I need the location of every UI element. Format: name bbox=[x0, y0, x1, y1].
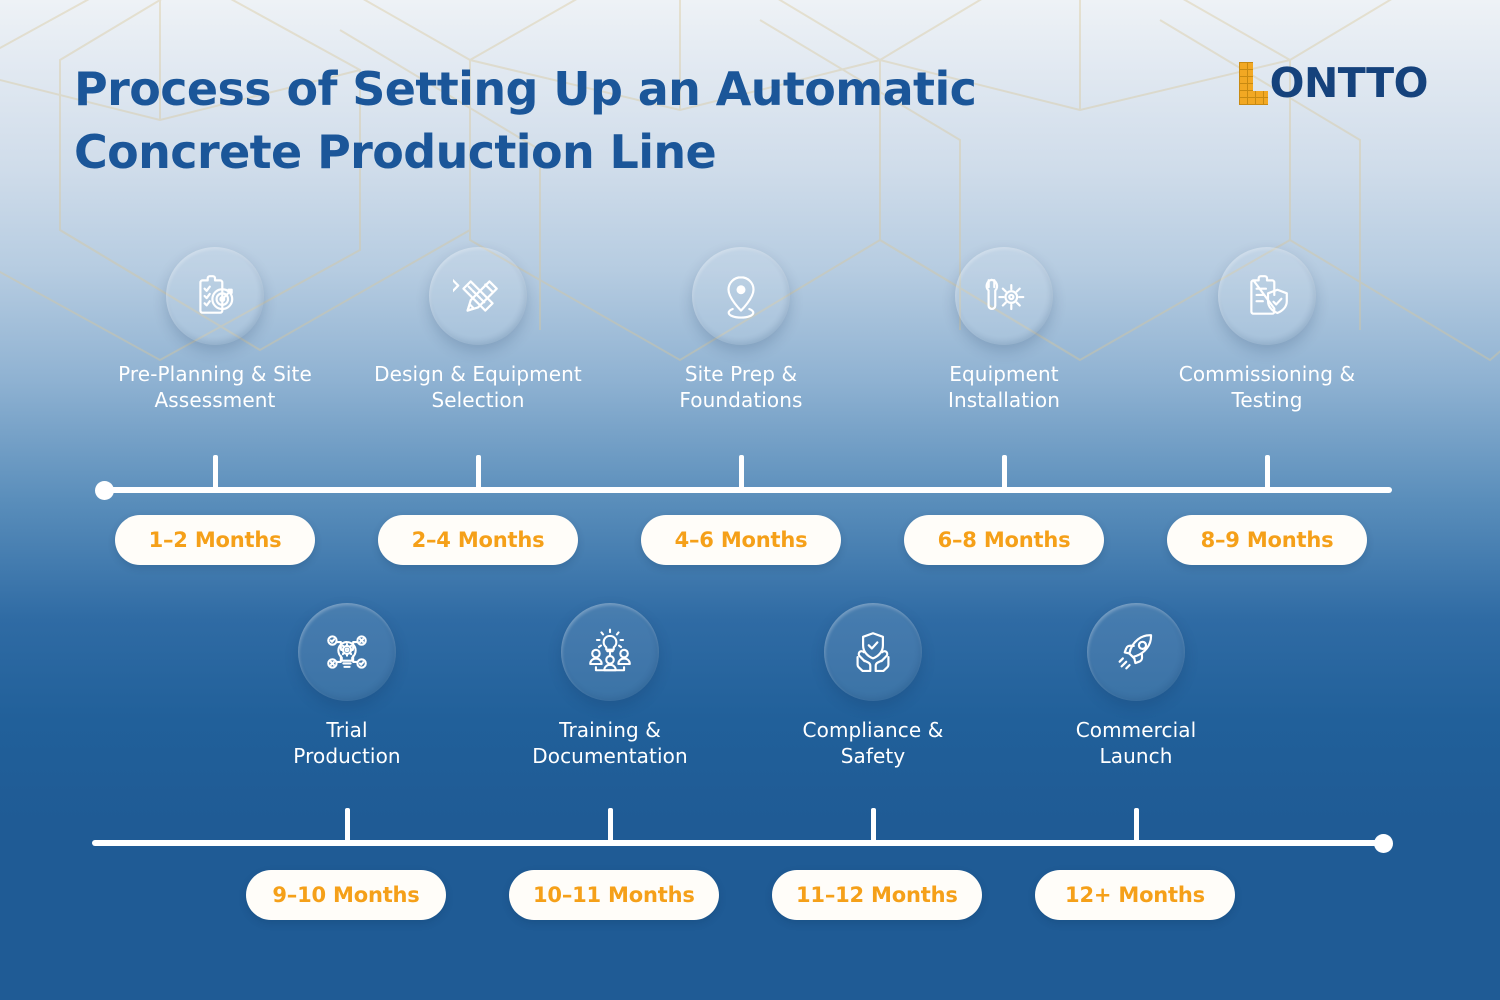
timeline-tick bbox=[1002, 455, 1007, 489]
step-label: Pre-Planning & Site Assessment bbox=[118, 362, 312, 413]
step-commercial-launch[interactable]: Commercial Launch bbox=[1026, 603, 1246, 770]
timeline-axis bbox=[95, 480, 1392, 500]
duration-pill[interactable]: 9–10 Months bbox=[246, 870, 446, 920]
wrench-gear-icon bbox=[955, 247, 1053, 345]
timeline-tick bbox=[1134, 808, 1139, 842]
duration-pill[interactable]: 2–4 Months bbox=[378, 515, 578, 565]
lightbulb-gear-icon bbox=[298, 603, 396, 701]
step-pre-planning-site-assessment[interactable]: Pre-Planning & Site Assessment bbox=[105, 247, 325, 414]
timeline-axis bbox=[92, 833, 1393, 853]
timeline-tick bbox=[476, 455, 481, 489]
duration-pill[interactable]: 8–9 Months bbox=[1167, 515, 1367, 565]
pencil-ruler-icon bbox=[429, 247, 527, 345]
step-training-documentation[interactable]: Training & Documentation bbox=[500, 603, 720, 770]
duration-pill[interactable]: 12+ Months bbox=[1035, 870, 1235, 920]
duration-pill[interactable]: 11–12 Months bbox=[772, 870, 982, 920]
step-label: Equipment Installation bbox=[948, 362, 1060, 413]
step-commissioning-testing[interactable]: Commissioning & Testing bbox=[1157, 247, 1377, 414]
step-compliance-safety[interactable]: Compliance & Safety bbox=[763, 603, 983, 770]
rocket-icon bbox=[1087, 603, 1185, 701]
step-site-prep-foundations[interactable]: Site Prep & Foundations bbox=[631, 247, 851, 414]
duration-pill[interactable]: 1–2 Months bbox=[115, 515, 315, 565]
step-label: Trial Production bbox=[293, 718, 401, 769]
logo-wordmark: ONTTO bbox=[1269, 58, 1429, 107]
timeline-tick bbox=[213, 455, 218, 489]
step-design-equipment-selection[interactable]: Design & Equipment Selection bbox=[368, 247, 588, 414]
step-label: Commercial Launch bbox=[1075, 718, 1197, 769]
clipboard-target-icon bbox=[166, 247, 264, 345]
timeline-tick bbox=[345, 808, 350, 842]
training-people-icon bbox=[561, 603, 659, 701]
logo-brick-l-icon bbox=[1238, 61, 1268, 105]
duration-pill[interactable]: 10–11 Months bbox=[509, 870, 719, 920]
header: Process of Setting Up an Automatic Concr… bbox=[0, 0, 1500, 200]
timeline-tick bbox=[608, 808, 613, 842]
timeline-tick bbox=[1265, 455, 1270, 489]
clipboard-shield-icon bbox=[1218, 247, 1316, 345]
step-label: Training & Documentation bbox=[532, 718, 688, 769]
timeline-tick bbox=[739, 455, 744, 489]
step-trial-production[interactable]: Trial Production bbox=[237, 603, 457, 770]
timeline-end-dot bbox=[1374, 833, 1393, 853]
timeline-tick bbox=[871, 808, 876, 842]
step-equipment-installation[interactable]: Equipment Installation bbox=[894, 247, 1114, 414]
duration-pill[interactable]: 6–8 Months bbox=[904, 515, 1104, 565]
step-label: Site Prep & Foundations bbox=[679, 362, 803, 413]
step-label: Compliance & Safety bbox=[802, 718, 944, 769]
location-pin-icon bbox=[692, 247, 790, 345]
step-label: Commissioning & Testing bbox=[1178, 362, 1356, 413]
timeline-start-dot bbox=[95, 480, 114, 500]
page-title: Process of Setting Up an Automatic Concr… bbox=[74, 62, 977, 179]
step-label: Design & Equipment Selection bbox=[374, 362, 582, 413]
duration-pill[interactable]: 4–6 Months bbox=[641, 515, 841, 565]
hands-shield-icon bbox=[824, 603, 922, 701]
lontto-logo: ONTTO bbox=[1238, 57, 1429, 109]
